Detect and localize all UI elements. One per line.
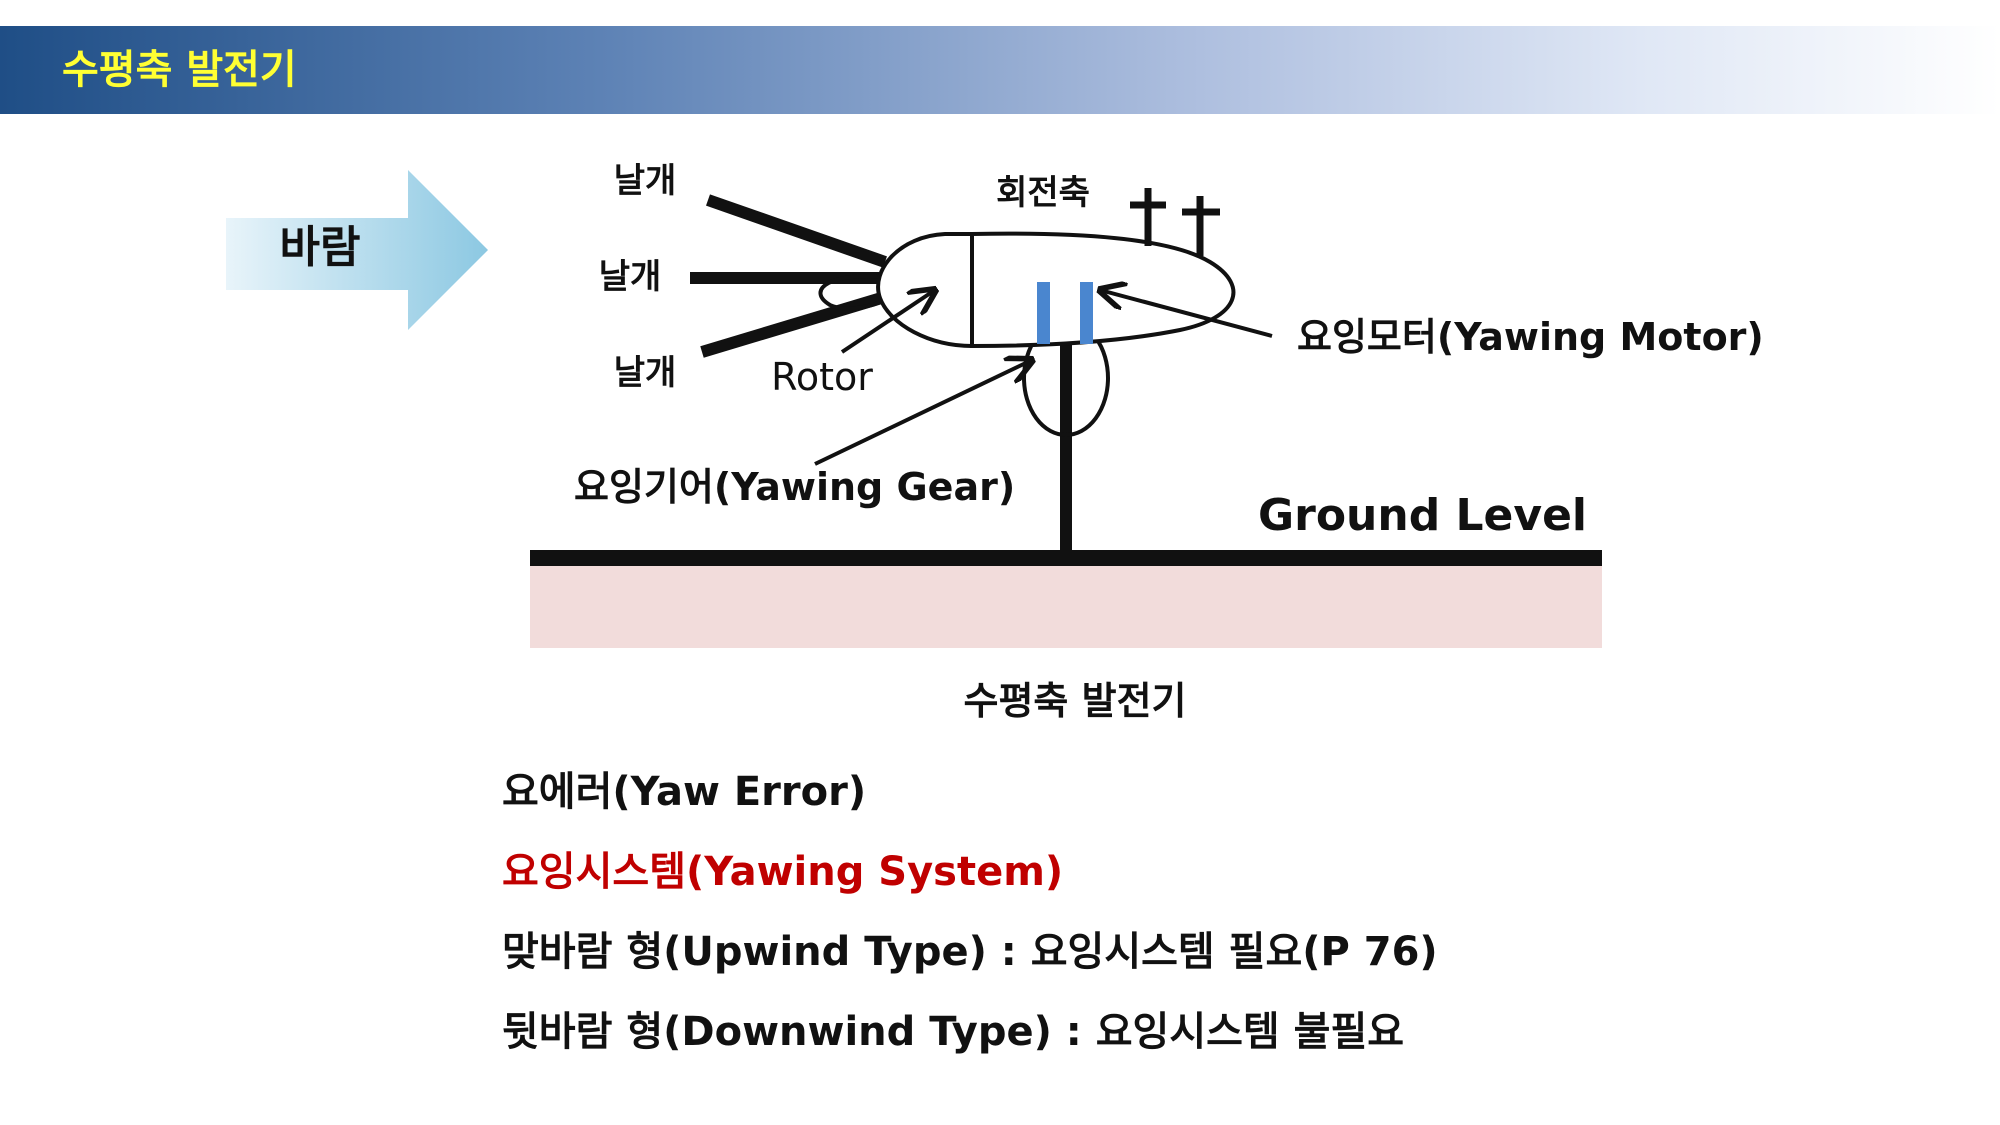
rotor-nose xyxy=(876,232,973,348)
yaw-motor-arrow xyxy=(1100,290,1273,338)
list-item: 요에러(Yaw Error) xyxy=(502,769,867,815)
yaw-motor-bar-left xyxy=(1037,282,1050,344)
ground-level-label: Ground Level xyxy=(1258,490,1587,541)
diagram-caption: 수평축 발전기 xyxy=(963,679,1187,723)
header-bar: 수평축 발전기 xyxy=(0,26,2000,114)
wind-label: 바람 xyxy=(280,222,361,273)
hub xyxy=(818,274,896,311)
wind-arrow-icon xyxy=(226,170,488,330)
ground-line xyxy=(530,550,1602,566)
blade-label-middle: 날개 xyxy=(599,257,662,297)
tower xyxy=(1060,330,1072,554)
blade-label-bottom: 날개 xyxy=(614,353,677,393)
blade-label-top: 날개 xyxy=(614,161,677,201)
blade-bottom xyxy=(700,290,890,358)
yaw-gear-label: 요잉기어(Yawing Gear) xyxy=(574,465,1015,509)
anemometer-cross-icon xyxy=(1130,188,1220,256)
yaw-motor-label: 요잉모터(Yawing Motor) xyxy=(1297,315,1764,359)
yaw-gear-arrow xyxy=(814,360,1032,466)
ground-fill xyxy=(530,563,1602,648)
list-item: 맞바람 형(Upwind Type) : 요잉시스템 필요(P 76) xyxy=(502,929,1438,975)
rotor-label: Rotor xyxy=(771,355,873,399)
list-item: 요잉시스템(Yawing System) xyxy=(502,849,1064,895)
rotor-arrow xyxy=(840,290,935,354)
shaft-label: 회전축 xyxy=(996,173,1090,213)
bullet-list: 요에러(Yaw Error) 요잉시스템(Yawing System) 맞바람 … xyxy=(502,762,1438,1082)
blade-top xyxy=(706,194,887,268)
page-title: 수평축 발전기 xyxy=(62,47,297,93)
list-item: 뒷바람 형(Downwind Type) : 요잉시스템 불필요 xyxy=(502,1009,1405,1055)
yaw-motor-bar-right xyxy=(1080,282,1093,344)
